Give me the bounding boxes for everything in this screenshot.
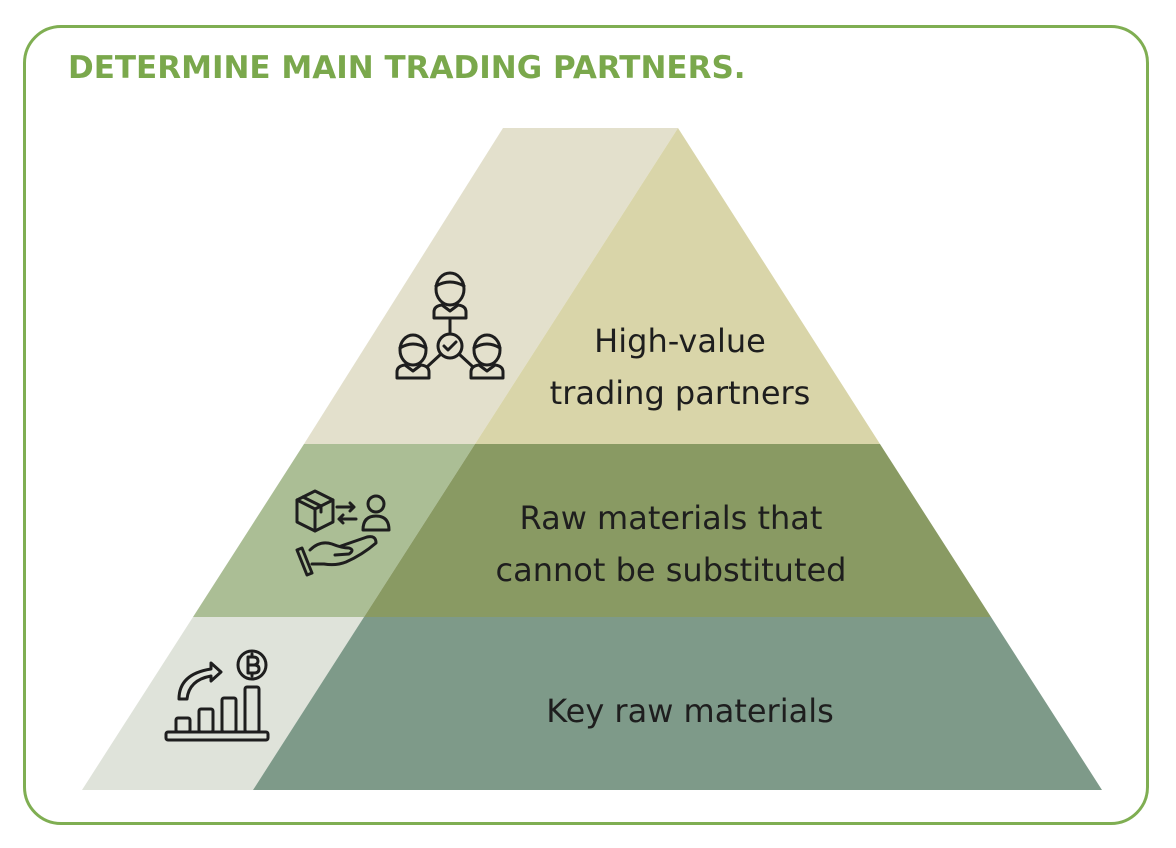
level-top-label: High-value trading partners bbox=[550, 315, 811, 419]
level-top-line2: trading partners bbox=[549, 374, 811, 412]
level-top-left bbox=[304, 128, 678, 444]
box-exchange-hand-icon bbox=[295, 489, 391, 577]
level-bottom-label: Key raw materials bbox=[546, 685, 834, 737]
level-bottom-line1: Key raw materials bbox=[546, 692, 834, 730]
level-top-right bbox=[475, 128, 880, 444]
level-top-line1: High-value bbox=[594, 322, 766, 360]
level-middle-label: Raw materials that cannot be substituted bbox=[496, 492, 847, 596]
level-middle-left bbox=[193, 444, 475, 617]
level-middle-right bbox=[364, 444, 991, 617]
diagram-frame bbox=[23, 25, 1149, 825]
page-title: DETERMINE MAIN TRADING PARTNERS. bbox=[68, 50, 746, 86]
level-middle-line2: cannot be substituted bbox=[495, 551, 847, 589]
people-network-check-icon bbox=[395, 271, 505, 380]
level-middle-line1: Raw materials that bbox=[519, 499, 823, 537]
growth-chart-baht-icon bbox=[164, 649, 270, 742]
level-bottom-right bbox=[253, 617, 1102, 790]
